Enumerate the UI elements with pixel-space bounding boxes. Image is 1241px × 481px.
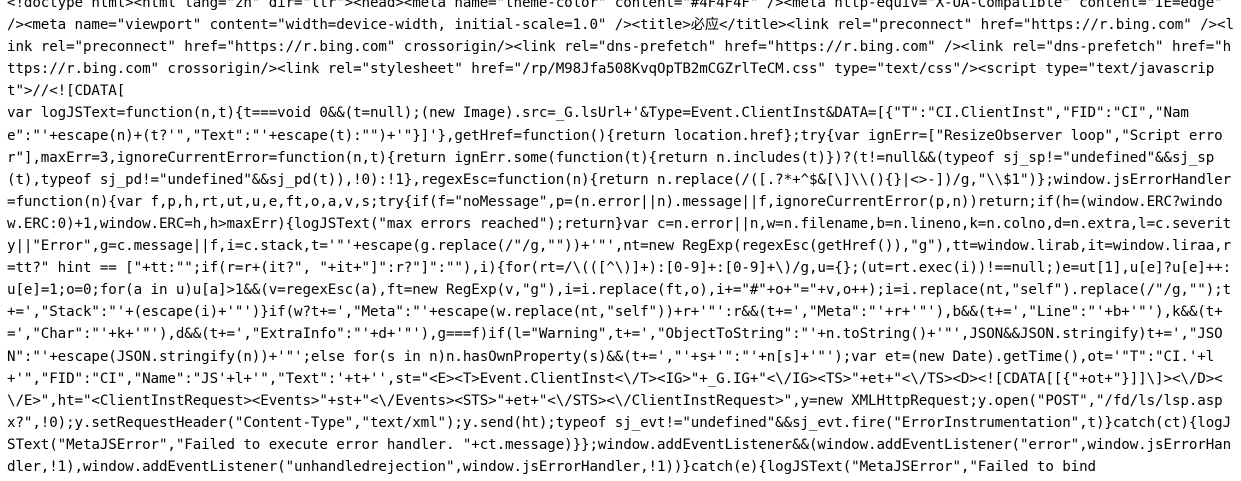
page-source-text: <!doctype html><html lang="zh" dir="ltr"… (7, 0, 1234, 475)
